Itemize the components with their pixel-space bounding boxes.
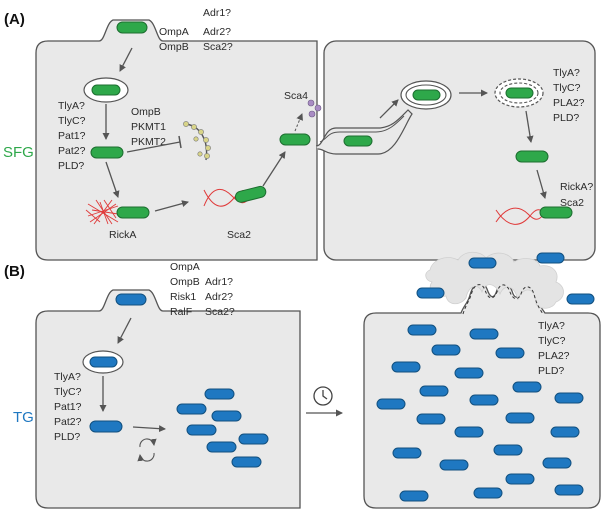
bacterium-in-vacuole-b	[89, 356, 118, 368]
b-escape-pld: PLD?	[54, 431, 80, 443]
sca4-dot-2	[314, 104, 322, 112]
panel-b-label: (B)	[4, 263, 25, 280]
arrow-to-late-motility	[536, 169, 547, 199]
released-bacterium	[536, 252, 565, 264]
bacterium-in-double-vacuole	[412, 89, 441, 101]
bacterium-in-protrusion	[343, 135, 373, 147]
b-entry-adr2: Adr2?	[205, 291, 233, 303]
b-escape-tlyc: TlyC?	[54, 386, 82, 398]
b-entry-risk1: Risk1	[170, 291, 196, 303]
arrow-to-protrusion	[262, 151, 286, 187]
autophagy-membrane	[183, 121, 211, 161]
b-escape-pat2: Pat2?	[54, 416, 82, 428]
bacterium-in-lysing-vacuole	[505, 87, 534, 99]
entry-label-adr1: Adr1?	[203, 7, 231, 19]
escape-pat1: Pat1?	[58, 130, 86, 142]
escape-pat2: Pat2?	[58, 145, 86, 157]
ruptured-membrane-dashed	[462, 284, 544, 315]
bacterium-cytosolic-b	[89, 420, 123, 433]
b-entry-ralf: RalF	[170, 306, 192, 318]
replicating-bacterium	[186, 424, 217, 436]
released-bacterium	[468, 257, 497, 269]
replicating-bacterium	[211, 410, 242, 422]
late-sca2-label: Sca2	[560, 197, 584, 209]
entry-label-sca2: Sca2?	[203, 41, 233, 53]
bacterium-cytosolic-cell2	[515, 150, 549, 163]
inhibition-line	[126, 141, 181, 153]
arrow-to-sca2-stage	[154, 200, 189, 212]
escape-tlya: TlyA?	[58, 100, 85, 112]
cycle-arrows-icon	[137, 438, 157, 462]
lysis-pld: PLD?	[538, 365, 564, 377]
bacterium-late-motility	[539, 206, 573, 219]
protrusion-inner-membrane	[319, 115, 405, 143]
replicating-bacterium	[238, 433, 269, 445]
methyl-pkmt2: PKMT2	[131, 136, 166, 148]
entry-label-ompa: OmpA	[159, 26, 189, 38]
sca4-dot-3	[308, 110, 316, 118]
methyl-ompb: OmpB	[131, 106, 161, 118]
intracellular-bacteria-b2	[376, 324, 584, 502]
arrow-to-actin-stage	[105, 161, 120, 198]
bacterium-actin-rickA	[116, 206, 150, 219]
sec-escape-tlyc: TlyC?	[553, 82, 581, 94]
b-escape-tlya: TlyA?	[54, 371, 81, 383]
sfg-group-label: SFG	[3, 144, 34, 161]
late-rickA-label: RickA?	[560, 181, 593, 193]
released-bacterium	[416, 287, 445, 299]
lysis-tlya: TlyA?	[538, 320, 565, 332]
b-escape-pat1: Pat1?	[54, 401, 82, 413]
sec-escape-pla2: PLA2?	[553, 97, 585, 109]
replicating-bacterium	[176, 403, 207, 415]
arrow-to-double-membrane	[379, 99, 399, 119]
arrow-entry-to-vacuole	[119, 47, 133, 72]
bacterium-entry-b	[115, 293, 147, 306]
replicating-bacterium	[204, 388, 235, 400]
replicating-bacterium	[206, 441, 237, 453]
b-entry-sca2: Sca2?	[205, 306, 235, 318]
bacterium-actin-sca2	[234, 185, 267, 203]
arrow-to-cytosol-cell2	[525, 110, 534, 143]
branched-actin-network	[85, 199, 119, 225]
escape-pld: PLD?	[58, 160, 84, 172]
released-bacterium	[566, 293, 595, 305]
ruptured-membrane-cloud	[425, 251, 564, 309]
bacterium-entry-a	[116, 21, 148, 34]
sec-escape-tlya: TlyA?	[553, 67, 580, 79]
sec-escape-pld: PLD?	[553, 112, 579, 124]
entry-label-adr2: Adr2?	[203, 26, 231, 38]
sca2-label-a: Sca2	[227, 229, 251, 241]
replicating-bacteria-cluster	[176, 388, 269, 468]
methyl-pkmt1: PKMT1	[131, 121, 166, 133]
b-entry-adr1: Adr1?	[205, 276, 233, 288]
tg-group-label: TG	[13, 409, 34, 426]
b-entry-ompb: OmpB	[170, 276, 200, 288]
clock-hands	[322, 390, 328, 400]
entry-label-ompb: OmpB	[159, 41, 189, 53]
arrow-to-replication	[132, 425, 166, 433]
escape-tlyc: TlyC?	[58, 115, 86, 127]
arrow-sca4-secretion	[294, 113, 303, 132]
bacterium-cytosolic-a	[90, 146, 124, 159]
panel-a-label: (A)	[4, 11, 25, 28]
inhibition-bar	[178, 135, 182, 149]
lysis-pla2: PLA2?	[538, 350, 570, 362]
sca4-label: Sca4	[284, 90, 308, 102]
host-cell-b1	[35, 289, 301, 509]
sca4-dot-1	[307, 99, 315, 107]
bacterium-near-membrane	[279, 133, 311, 146]
lysis-tlyc: TlyC?	[538, 335, 566, 347]
rickA-label: RickA	[109, 229, 136, 241]
replicating-bacterium	[231, 456, 262, 468]
arrow-b-entry-to-vacuole	[117, 317, 132, 344]
bacterium-in-vacuole-a	[91, 84, 121, 96]
b-entry-ompa: OmpA	[170, 261, 200, 273]
